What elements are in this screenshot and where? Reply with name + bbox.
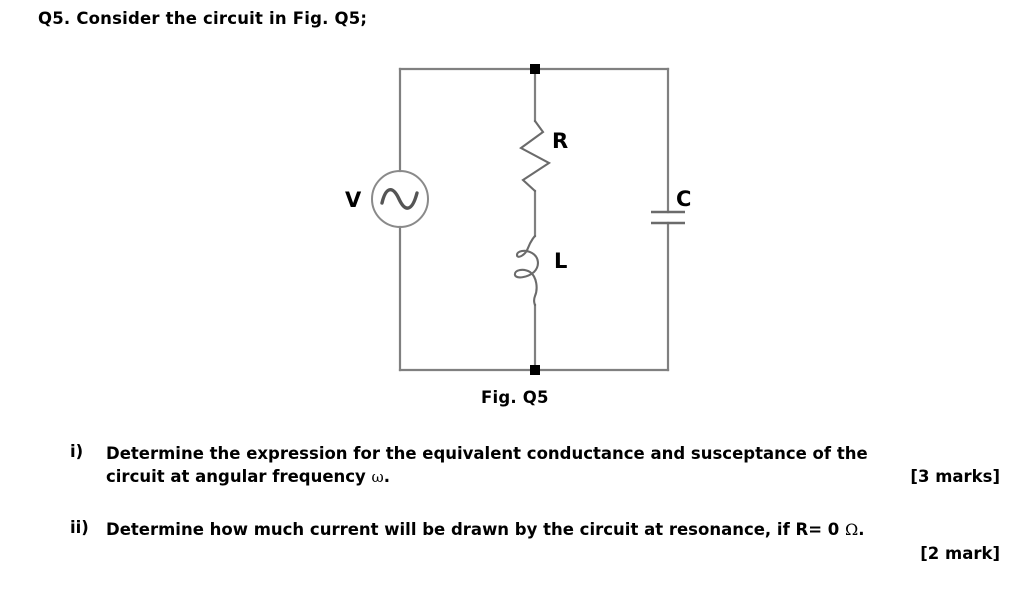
subquestion-ii-marks: [2 mark] — [920, 543, 1000, 563]
sine-wave-icon — [380, 188, 419, 210]
page-title: Q5. Consider the circuit in Fig. Q5; — [38, 9, 368, 28]
subquestion-ii-line1-text: Determine how much current will be drawn… — [106, 520, 846, 539]
resistor-label: R — [552, 129, 568, 153]
subquestion-ii-marker: ii) — [70, 518, 89, 537]
capacitor-label: C — [676, 187, 691, 211]
junction-node-bottom — [530, 365, 540, 375]
source-label: V — [345, 188, 362, 212]
inductor-label: L — [554, 249, 567, 273]
subquestion-ii-body: Determine how much current will be drawn… — [106, 518, 1000, 565]
subquestion-i-line2: [3 marks] circuit at angular frequency ω… — [106, 467, 1000, 487]
subquestion-ii-line1-period: . — [858, 520, 865, 539]
subquestion-i: i) Determine the expression for the equi… — [70, 442, 1000, 489]
omega-symbol: ω — [371, 468, 384, 487]
ohm-symbol: Ω — [845, 520, 859, 539]
circuit-diagram-svg: V R L C — [345, 64, 691, 375]
subquestion-i-marker: i) — [70, 442, 84, 461]
junction-node-top — [530, 64, 540, 74]
ac-voltage-source — [371, 170, 429, 228]
capacitor-symbol — [651, 210, 685, 225]
subquestion-ii-line1: Determine how much current will be drawn… — [106, 520, 865, 539]
subquestion-i-line1: Determine the expression for the equival… — [106, 444, 868, 463]
subquestion-i-marks: [3 marks] — [910, 467, 1000, 487]
inductor-symbol — [513, 234, 539, 307]
figure-caption: Fig. Q5 — [481, 388, 549, 407]
subquestion-ii: ii) Determine how much current will be d… — [70, 518, 1000, 565]
subquestion-i-line2-text: circuit at angular frequency — [106, 467, 372, 487]
source-circle — [371, 170, 429, 228]
circuit-wires — [398, 67, 670, 372]
subquestion-i-body: Determine the expression for the equival… — [106, 442, 1000, 489]
subquestion-i-line2-period: . — [383, 467, 391, 487]
circuit-figure: V R L C Fig. Q5 — [345, 64, 691, 407]
resistor-symbol — [519, 119, 552, 193]
